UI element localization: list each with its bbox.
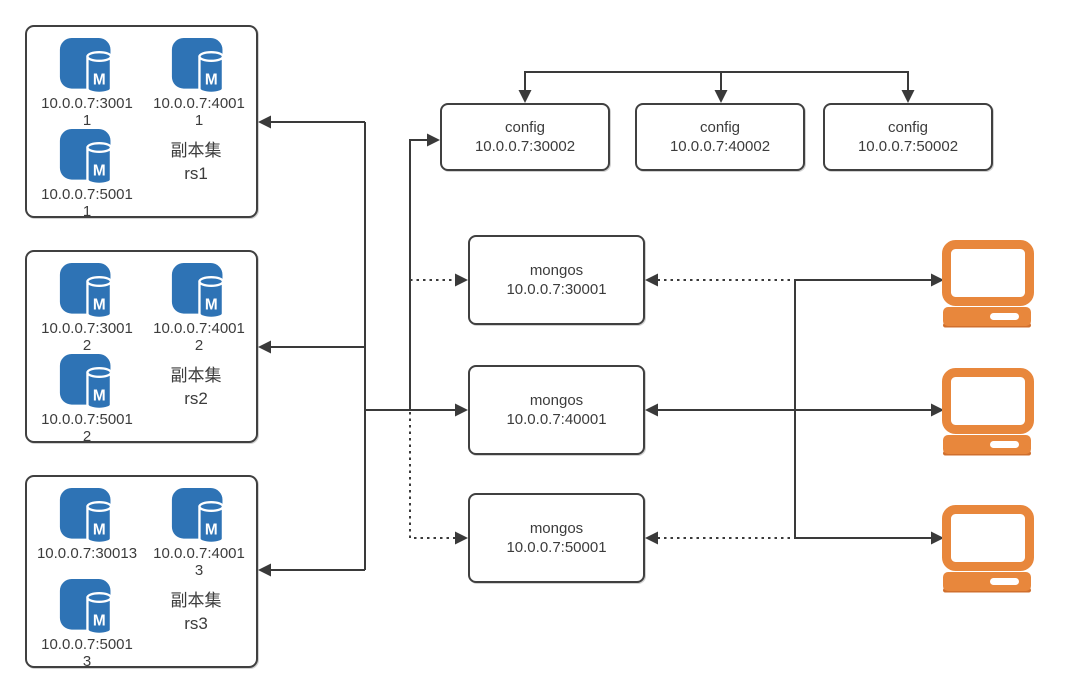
mongodb-database-icon xyxy=(171,37,227,95)
replica-set-label-cn: 副本集 xyxy=(170,366,222,385)
mongos-router-box-3: mongos 10.0.0.7:50001 xyxy=(468,493,645,583)
arrowhead-into-mongos1-right xyxy=(645,273,658,287)
mongod-node: 10.0.0.7:4001 1 xyxy=(139,37,259,129)
config-sync-bracket-line xyxy=(524,71,909,100)
replica-set-label: 副本集 rs1 xyxy=(137,139,255,185)
mongos-label: mongos xyxy=(529,262,584,279)
mongos-label: mongos xyxy=(529,520,584,537)
replica-set-label-id: rs2 xyxy=(184,389,208,408)
arrowhead-into-config3-top xyxy=(901,90,915,103)
arrowhead-into-mongos3-right xyxy=(645,531,658,545)
mongodb-database-icon xyxy=(59,578,115,636)
mongodb-database-icon xyxy=(171,262,227,320)
node-address-line2: 1 xyxy=(82,112,92,129)
node-address-line2: 3 xyxy=(82,653,92,670)
replica-set-label: 副本集 rs3 xyxy=(137,589,255,635)
mongodb-database-icon xyxy=(59,353,115,411)
mongod-node: 10.0.0.7:3001 1 xyxy=(27,37,147,129)
mongodb-database-icon xyxy=(59,487,115,545)
mongod-node: 10.0.0.7:30013 xyxy=(27,487,147,562)
node-address-line2: 2 xyxy=(82,428,92,445)
node-address-line1: 10.0.0.7:30013 xyxy=(36,545,138,562)
node-address-line1: 10.0.0.7:5001 xyxy=(41,411,133,428)
mongod-node: 10.0.0.7:4001 3 xyxy=(139,487,259,579)
config-server-box-3: config 10.0.0.7:50002 xyxy=(823,103,993,171)
dotted-feed-mongos3-line xyxy=(409,412,462,539)
client-computer-icon xyxy=(942,240,1034,328)
config-address: 10.0.0.7:40002 xyxy=(669,138,771,155)
replica-set-box-rs3: 10.0.0.7:30013 10.0.0.7:4001 3 10.0.0.7:… xyxy=(25,475,259,670)
node-address-line1: 10.0.0.7:4001 xyxy=(153,320,245,337)
node-address-line2: 1 xyxy=(82,203,92,220)
node-address-line2: 2 xyxy=(82,337,92,354)
arrowhead-into-mongos1-left xyxy=(455,273,468,287)
mongos-router-box-1: mongos 10.0.0.7:30001 xyxy=(468,235,645,325)
mongos-address: 10.0.0.7:30001 xyxy=(506,281,607,298)
node-address-line2: 1 xyxy=(194,112,204,129)
arrowhead-into-config2-top xyxy=(714,90,728,103)
arrowhead-into-rs1 xyxy=(258,115,271,129)
arrowhead-into-mongos2-right xyxy=(645,403,658,417)
arrowhead-into-rs3 xyxy=(258,563,271,577)
replica-set-label-id: rs1 xyxy=(184,164,208,183)
client-3 xyxy=(942,505,1034,593)
replica-set-label-cn: 副本集 xyxy=(170,141,222,160)
replica-set-box-rs1: 10.0.0.7:3001 1 10.0.0.7:4001 1 10.0.0.7… xyxy=(25,25,259,220)
mongod-node: 10.0.0.7:5001 3 xyxy=(27,578,147,670)
node-address-line1: 10.0.0.7:3001 xyxy=(41,95,133,112)
client-2 xyxy=(942,368,1034,456)
arrowhead-into-rs2 xyxy=(258,340,271,354)
arrowhead-into-client1 xyxy=(931,273,944,287)
config-label: config xyxy=(699,119,741,136)
replica-set-label-cn: 副本集 xyxy=(170,591,222,610)
node-address-line1: 10.0.0.7:3001 xyxy=(41,320,133,337)
mongodb-database-icon xyxy=(171,487,227,545)
arrowhead-into-mongos2-left xyxy=(455,403,468,417)
mongod-node: 10.0.0.7:4001 2 xyxy=(139,262,259,354)
mongos-address: 10.0.0.7:50001 xyxy=(506,539,607,556)
mongos-to-config-line xyxy=(409,139,434,410)
config-address: 10.0.0.7:30002 xyxy=(474,138,576,155)
mongos-label: mongos xyxy=(529,392,584,409)
arrowhead-into-client3 xyxy=(931,531,944,545)
mongodb-database-icon xyxy=(59,37,115,95)
config-server-box-1: config 10.0.0.7:30002 xyxy=(440,103,610,171)
node-address-line1: 10.0.0.7:4001 xyxy=(153,95,245,112)
mongodb-database-icon xyxy=(59,262,115,320)
node-address-line1: 10.0.0.7:5001 xyxy=(41,636,133,653)
arrowhead-into-client2 xyxy=(931,403,944,417)
mongod-node: 10.0.0.7:5001 1 xyxy=(27,128,147,220)
client-computer-icon xyxy=(942,368,1034,456)
node-address-line2: 3 xyxy=(194,562,204,579)
client-computer-icon xyxy=(942,505,1034,593)
node-address-line1: 10.0.0.7:5001 xyxy=(41,186,133,203)
node-address-line2: 2 xyxy=(194,337,204,354)
config-server-box-2: config 10.0.0.7:40002 xyxy=(635,103,805,171)
mongod-node: 10.0.0.7:3001 2 xyxy=(27,262,147,354)
replica-set-label: 副本集 rs2 xyxy=(137,364,255,410)
mongod-node: 10.0.0.7:5001 2 xyxy=(27,353,147,445)
arrowhead-into-mongos3-left xyxy=(455,531,468,545)
node-address-line1: 10.0.0.7:4001 xyxy=(153,545,245,562)
config-address: 10.0.0.7:50002 xyxy=(857,138,959,155)
mongos-router-box-2: mongos 10.0.0.7:40001 xyxy=(468,365,645,455)
client-1 xyxy=(942,240,1034,328)
arrowhead-into-config1-left xyxy=(427,133,440,147)
config-label: config xyxy=(504,119,546,136)
replica-set-label-id: rs3 xyxy=(184,614,208,633)
replica-set-box-rs2: 10.0.0.7:3001 2 10.0.0.7:4001 2 10.0.0.7… xyxy=(25,250,259,445)
mongodb-database-icon xyxy=(59,128,115,186)
config-label: config xyxy=(887,119,929,136)
mongos-address: 10.0.0.7:40001 xyxy=(506,411,607,428)
arrowhead-into-config1-top xyxy=(518,90,532,103)
